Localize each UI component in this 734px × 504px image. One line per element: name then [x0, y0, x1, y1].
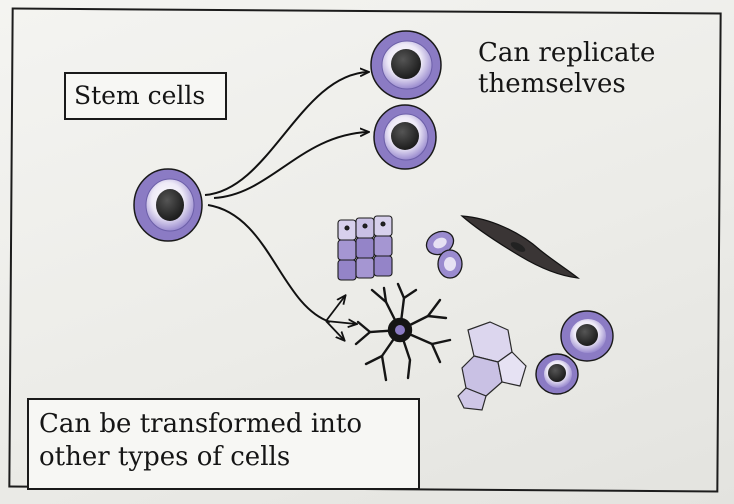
epithelial-cell-icon — [338, 216, 392, 280]
white-blood-cell-icon — [536, 354, 578, 394]
white-blood-cell-icon — [561, 311, 613, 361]
arrow-to-upper-cell — [205, 72, 368, 195]
arrow-branch-down — [326, 321, 344, 340]
daughter-cell-icon — [371, 31, 441, 99]
arrow-to-specialized-cells — [208, 205, 330, 322]
muscle-cell-icon — [462, 216, 578, 278]
stem-cells-text: Stem cells — [74, 81, 205, 110]
arrow-branch-right — [326, 321, 356, 324]
replicate-line-1: Can replicate — [478, 38, 698, 69]
arrow-to-lower-cell — [214, 132, 368, 198]
stem-cell-icon — [134, 169, 202, 241]
red-blood-cell-icon — [423, 227, 462, 278]
daughter-cell-icon — [374, 105, 436, 169]
nerve-cell-icon — [356, 284, 450, 380]
transform-line-1: Can be transformed into — [39, 408, 408, 441]
transform-line-2: other types of cells — [39, 441, 408, 474]
bone-cell-icon — [458, 322, 526, 410]
replicate-line-2: themselves — [478, 69, 698, 100]
arrow-branch-up — [326, 296, 345, 321]
stem-cells-label: Stem cells — [64, 72, 227, 120]
replicate-caption: Can replicate themselves — [478, 38, 698, 100]
transform-caption-box: Can be transformed into other types of c… — [27, 398, 420, 490]
